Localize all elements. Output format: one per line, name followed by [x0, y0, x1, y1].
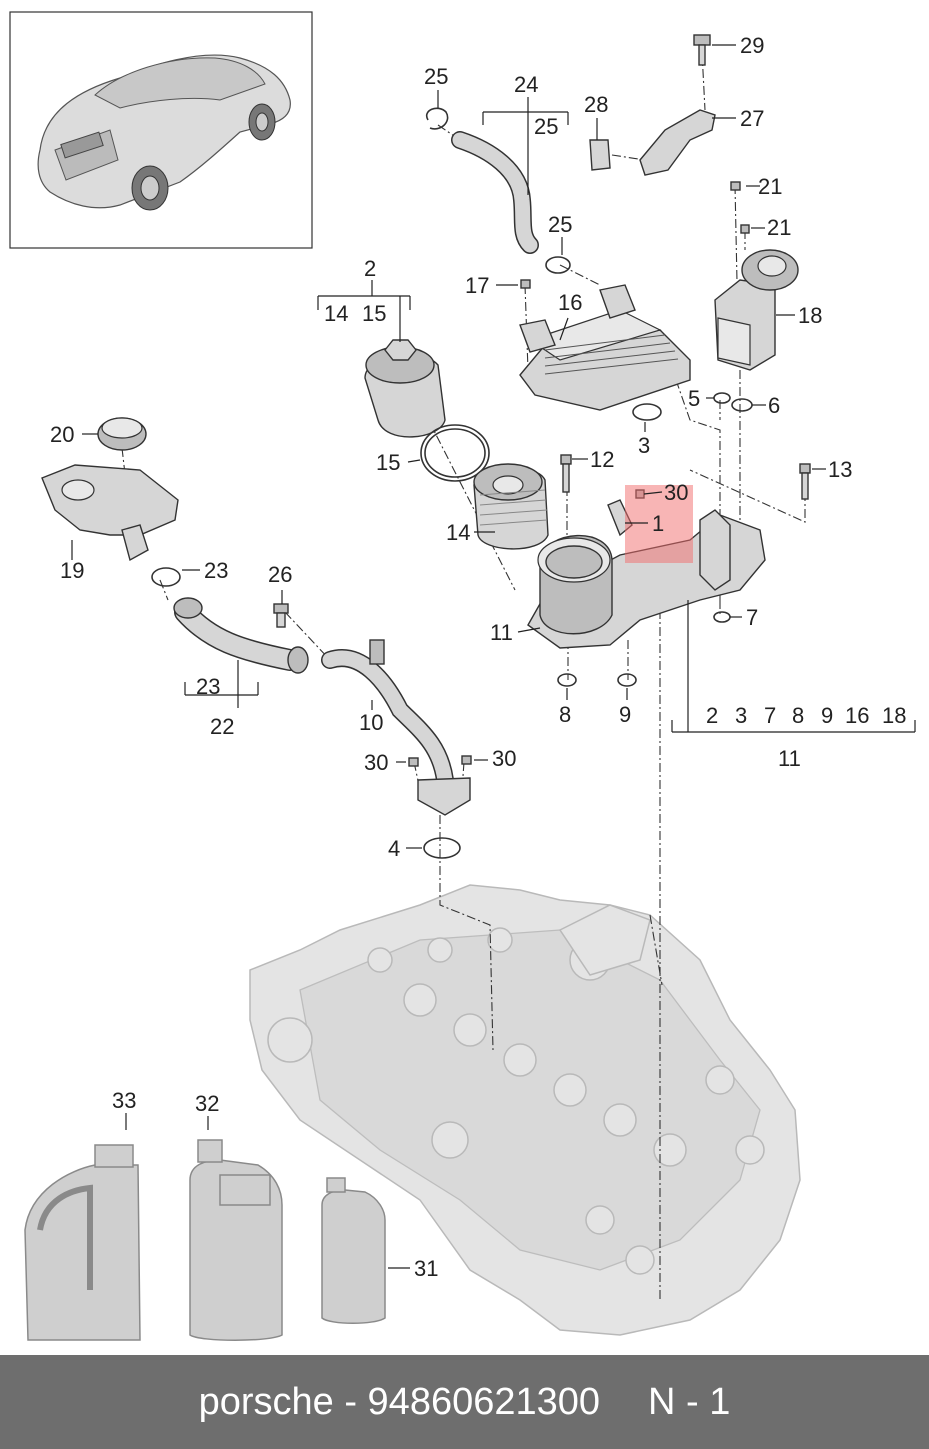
label-30-c: 30: [492, 746, 516, 771]
label-16: 16: [558, 290, 582, 315]
label-25-a: 25: [424, 64, 448, 89]
label-28: 28: [584, 92, 608, 117]
label-5: 5: [688, 386, 700, 411]
label-11-b: 11: [778, 746, 801, 771]
label-21-a: 21: [758, 174, 782, 199]
group11-7: 7: [764, 703, 776, 728]
footer-position-ref: N - 1: [648, 1380, 731, 1423]
seal-6: [731, 398, 753, 412]
seal-8: [557, 673, 577, 687]
label-13: 13: [828, 457, 852, 482]
label-8: 8: [559, 702, 571, 727]
label-17: 17: [465, 273, 489, 298]
label-10: 10: [359, 710, 383, 735]
label-14-a: 14: [324, 301, 348, 326]
bracket-27: [639, 109, 716, 176]
group11-16: 16: [845, 703, 869, 728]
clamp-23: [151, 567, 181, 587]
label-21-b: 21: [767, 215, 791, 240]
label-31: 31: [414, 1256, 438, 1281]
label-7: 7: [746, 605, 758, 630]
car-thumbnail: [9, 11, 313, 249]
leader-lines: [71, 44, 916, 1269]
label-29: 29: [740, 33, 764, 58]
seal-15: [420, 424, 490, 482]
seal-5: [713, 392, 731, 404]
label-9: 9: [619, 702, 631, 727]
oil-container-33: [24, 1144, 141, 1341]
seal-4: [423, 837, 461, 859]
filter-cap-2: [364, 339, 446, 438]
oil-cooler-16: [519, 284, 691, 411]
label-30-b: 30: [364, 750, 388, 775]
parts-diagram: 29 27 28 25 24 25 25 17 16 21 21 18 5 6 …: [9, 11, 916, 1341]
label-23-b: 23: [196, 674, 220, 699]
engine-block: [249, 884, 801, 1336]
label-18: 18: [798, 303, 822, 328]
label-22: 22: [210, 714, 234, 739]
group11-3: 3: [735, 703, 747, 728]
label-15-a: 15: [362, 301, 386, 326]
label-2: 2: [364, 256, 376, 281]
label-26: 26: [268, 562, 292, 587]
seal-7: [713, 611, 731, 623]
housing-11: [527, 509, 766, 649]
parts: [24, 34, 811, 1341]
oil-bottle-31: [321, 1177, 386, 1324]
highlight-box: [625, 485, 693, 563]
clamp-25-low: [545, 256, 571, 274]
filter-element-14: [473, 463, 549, 550]
label-1: 1: [652, 511, 664, 536]
label-20: 20: [50, 422, 74, 447]
seal-3: [632, 403, 662, 421]
group11-8: 8: [792, 703, 804, 728]
label-33: 33: [112, 1088, 136, 1113]
seal-9: [617, 673, 637, 687]
label-15-b: 15: [376, 450, 400, 475]
group11-9: 9: [821, 703, 833, 728]
label-6: 6: [768, 393, 780, 418]
footer-part-number: porsche - 94860621300: [198, 1380, 601, 1423]
label-19: 19: [60, 558, 84, 583]
label-14-b: 14: [446, 520, 470, 545]
clamp-25-top: [425, 107, 449, 130]
label-24: 24: [514, 72, 538, 97]
oil-bottle-32: [189, 1139, 283, 1341]
label-23-a: 23: [204, 558, 228, 583]
bracket-19: [41, 464, 179, 536]
label-30-a: 30: [664, 480, 688, 505]
label-25-c: 25: [548, 212, 572, 237]
bolt-29: [693, 34, 711, 46]
label-32: 32: [195, 1091, 219, 1116]
label-12: 12: [590, 447, 614, 472]
clip-28: [589, 139, 611, 171]
cap-20: [97, 417, 147, 451]
housing-18: [714, 249, 799, 371]
group11-18: 18: [882, 703, 906, 728]
label-27: 27: [740, 106, 764, 131]
footer-bar: porsche - 94860621300 N - 1: [0, 1355, 929, 1449]
label-25-b: 25: [534, 114, 558, 139]
group11-2: 2: [706, 703, 718, 728]
label-4: 4: [388, 836, 400, 861]
label-11-a: 11: [490, 620, 513, 645]
callout-labels: 29 27 28 25 24 25 25 17 16 21 21 18 5 6 …: [50, 33, 906, 1281]
label-3: 3: [638, 433, 650, 458]
